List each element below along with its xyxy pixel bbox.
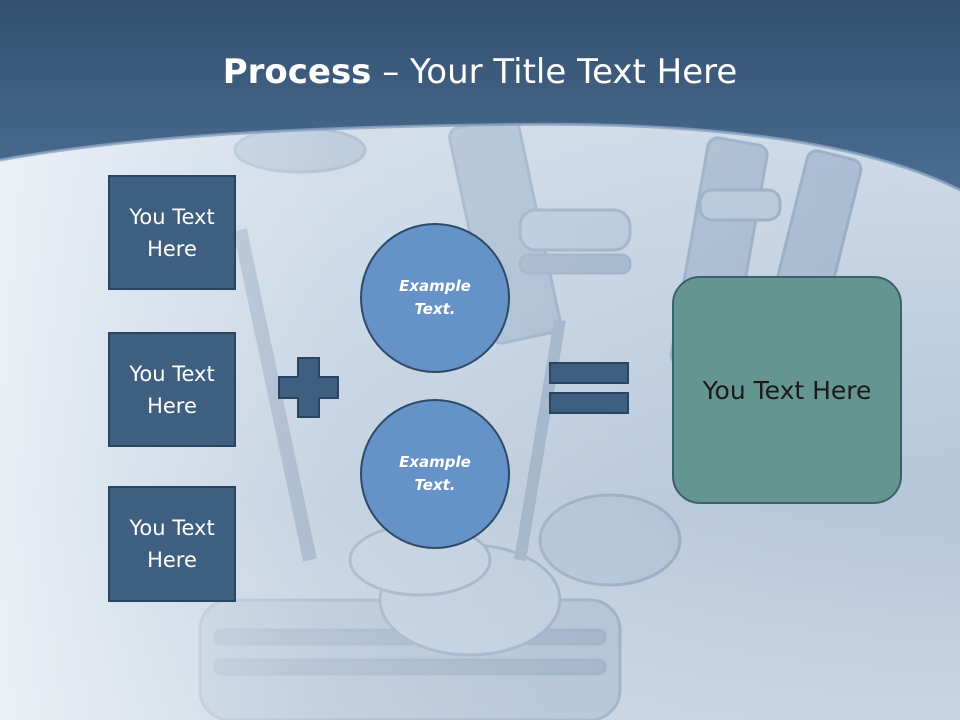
page-title: Process – Your Title Text Here bbox=[0, 52, 960, 92]
input-box-1[interactable]: You Text Here bbox=[108, 175, 236, 290]
equals-icon bbox=[549, 362, 629, 414]
example-circle-1[interactable]: Example Text. bbox=[360, 223, 510, 373]
input-box-label: You Text Here bbox=[129, 516, 215, 572]
plus-icon bbox=[278, 357, 339, 418]
title-bold: Process bbox=[222, 52, 372, 92]
example-circle-2[interactable]: Example Text. bbox=[360, 399, 510, 549]
input-box-2[interactable]: You Text Here bbox=[108, 332, 236, 447]
result-label: You Text Here bbox=[702, 375, 872, 405]
input-box-3[interactable]: You Text Here bbox=[108, 486, 236, 602]
circle-label: Example Text. bbox=[399, 277, 471, 318]
result-box[interactable]: You Text Here bbox=[672, 276, 902, 504]
input-box-label: You Text Here bbox=[129, 361, 215, 418]
title-rest: – Your Title Text Here bbox=[371, 52, 738, 92]
input-box-label: You Text Here bbox=[129, 204, 215, 261]
circle-label: Example Text. bbox=[399, 453, 471, 494]
